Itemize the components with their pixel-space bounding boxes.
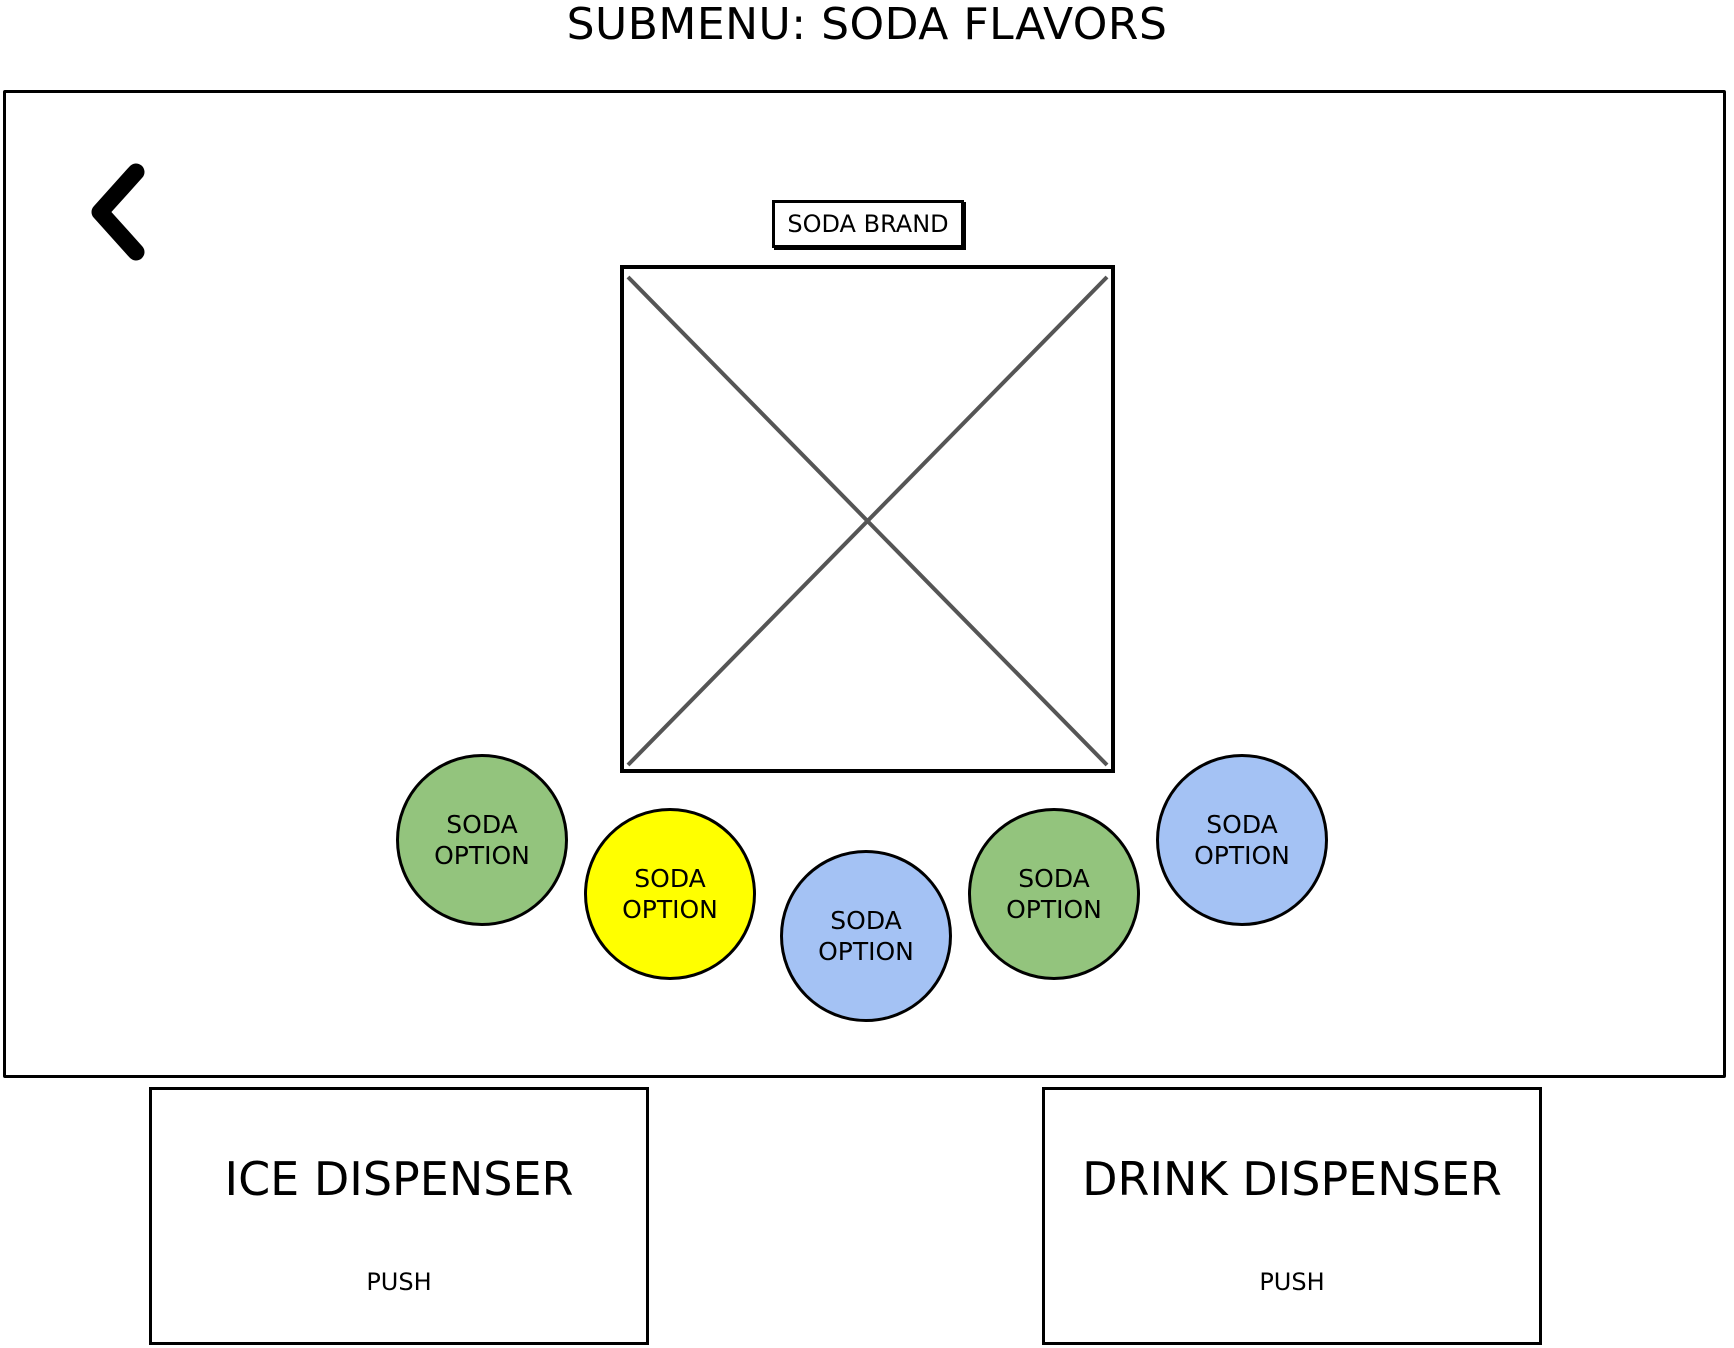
back-button[interactable] (80, 162, 160, 262)
soda-option-3[interactable]: SODA OPTION (780, 850, 952, 1022)
page-title: SUBMENU: SODA FLAVORS (566, 0, 1168, 50)
soda-option-label: SODA OPTION (622, 864, 718, 924)
screen-frame (3, 90, 1726, 1078)
ice-dispenser-button[interactable]: ICE DISPENSER PUSH (149, 1087, 649, 1345)
drink-dispenser-push-label: PUSH (1259, 1268, 1325, 1296)
soda-option-2[interactable]: SODA OPTION (584, 808, 756, 980)
drink-dispenser-title: DRINK DISPENSER (1082, 1152, 1502, 1206)
soda-option-label: SODA OPTION (1006, 864, 1102, 924)
soda-option-5[interactable]: SODA OPTION (1156, 754, 1328, 926)
ice-dispenser-title: ICE DISPENSER (224, 1152, 574, 1206)
soda-option-label: SODA OPTION (1194, 810, 1290, 870)
soda-option-1[interactable]: SODA OPTION (396, 754, 568, 926)
chevron-left-icon (91, 163, 145, 261)
ice-dispenser-push-label: PUSH (366, 1268, 432, 1296)
drink-dispenser-button[interactable]: DRINK DISPENSER PUSH (1042, 1087, 1542, 1345)
soda-option-4[interactable]: SODA OPTION (968, 808, 1140, 980)
brand-label: SODA BRAND (772, 200, 964, 248)
brand-image-placeholder (620, 265, 1115, 773)
soda-option-label: SODA OPTION (434, 810, 530, 870)
soda-option-label: SODA OPTION (818, 906, 914, 966)
image-placeholder-icon (626, 275, 1109, 767)
